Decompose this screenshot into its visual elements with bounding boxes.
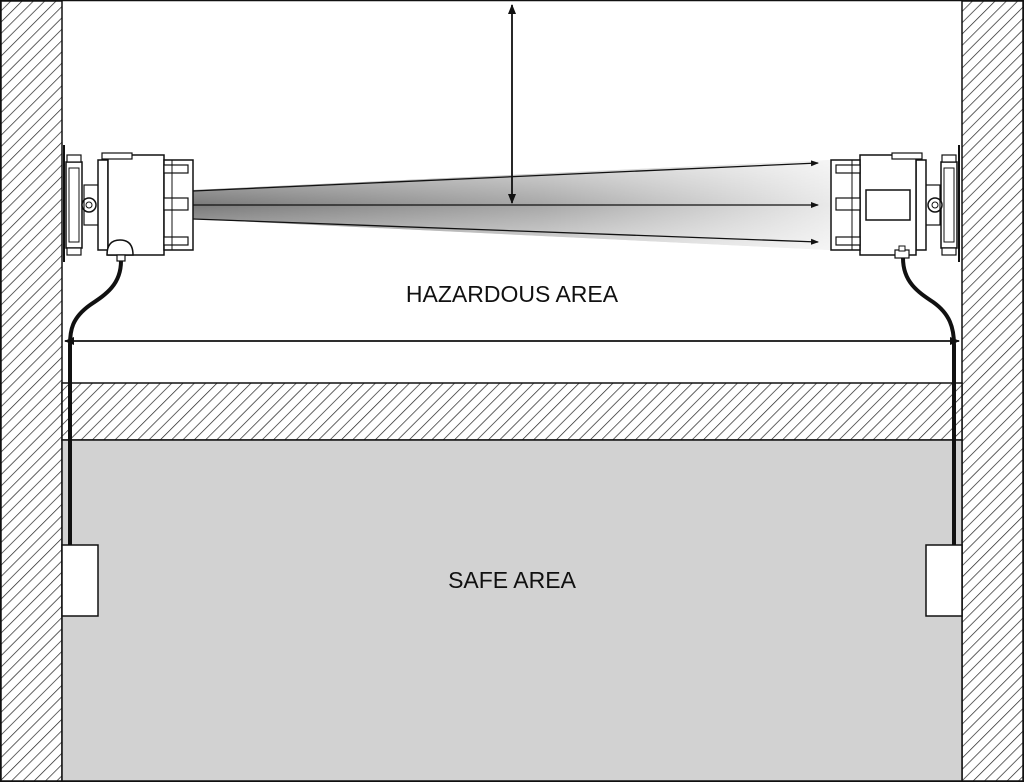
left-junction-box [61, 544, 99, 617]
receiver-cable [901, 257, 956, 548]
right-junction-box [925, 544, 963, 617]
beam-ray-bottom [192, 218, 819, 245]
transmitter-cable [68, 260, 123, 548]
right-wall [961, 0, 1024, 782]
hazardous-area-label: HAZARDOUS AREA [406, 281, 619, 307]
receiver-unit [830, 145, 960, 262]
barrier-slab [61, 382, 963, 441]
safe-area-region [61, 439, 963, 782]
transmitter-unit [63, 145, 194, 262]
beam-ray-top [192, 160, 819, 192]
left-wall [0, 0, 63, 782]
safe-area-label: SAFE AREA [448, 567, 576, 593]
